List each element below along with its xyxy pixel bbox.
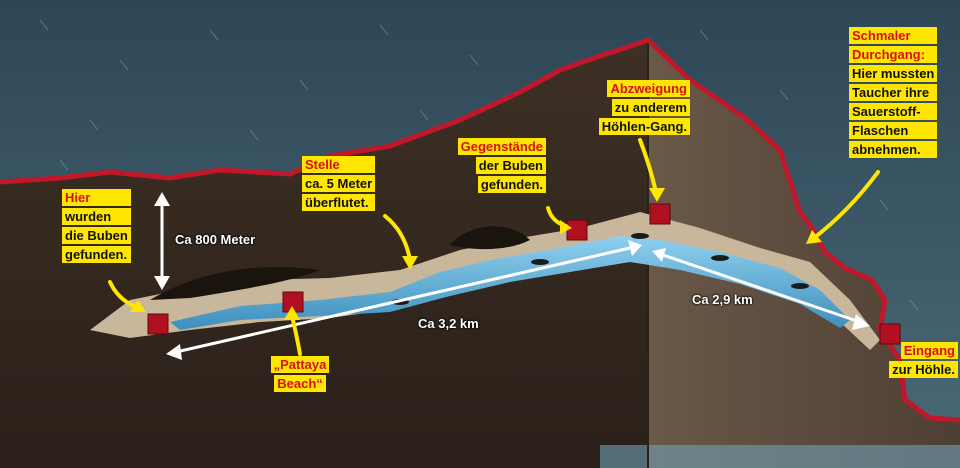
callout-line: Flaschen (849, 122, 938, 139)
callout-line: zu anderem (611, 99, 690, 116)
callout-stelle: Stelle ca. 5 Meter überflutet. (302, 156, 376, 213)
marker-items-found (566, 219, 588, 241)
cave-chamber-1 (150, 267, 320, 300)
callout-line: Schmaler (849, 27, 938, 44)
callout-line: gefunden. (62, 246, 131, 263)
callout-line: Stelle (302, 156, 376, 173)
callout-line: Sauerstoff- (849, 103, 938, 120)
callout-line: ca. 5 Meter (302, 175, 376, 192)
main-distance-label: Ca 3,2 km (418, 316, 479, 331)
callout-line: wurden (62, 208, 131, 225)
callout-line: Abzweigung (607, 80, 690, 97)
callout-line: der Buben (475, 157, 546, 174)
rain-streaks (39, 19, 919, 311)
base-water (600, 445, 960, 468)
marker-entrance (879, 323, 901, 345)
callout-line: Durchgang: (849, 46, 938, 63)
callout-line: abnehmen. (849, 141, 938, 158)
marker-junction (649, 203, 671, 225)
pointer-arrowheads (130, 188, 822, 320)
callout-pattaya-beach: „Pattaya Beach“ (258, 356, 342, 394)
callout-hier: Hier wurden die Buben gefunden. (62, 189, 131, 265)
entrance-distance-label: Ca 2,9 km (692, 292, 753, 307)
callout-line: Gegenstände (457, 138, 546, 155)
callout-line: „Pattaya (270, 356, 330, 373)
callout-line: gefunden. (477, 176, 546, 193)
callout-line: Höhlen-Gang. (598, 118, 690, 135)
depth-label: Ca 800 Meter (175, 232, 256, 247)
cave-chamber-2 (450, 226, 530, 250)
measurement-arrows (154, 192, 870, 360)
callout-gegenstaende: Gegenstände der Buben gefunden. (434, 138, 546, 195)
callout-line: überflutet. (302, 194, 376, 211)
callout-line: die Buben (62, 227, 131, 244)
mountain-side-face (648, 40, 960, 468)
callout-line: Eingang (900, 342, 958, 359)
callout-line: zur Höhle. (889, 361, 958, 378)
callout-line: Beach“ (274, 375, 326, 392)
callout-abzweigung: Abzweigung zu anderem Höhlen-Gang. (570, 80, 690, 137)
callout-schmaler-durchgang: Schmaler Durchgang: Hier mussten Taucher… (849, 27, 938, 160)
entrance-distance-arrow (659, 252, 861, 324)
callout-line: Hier mussten (849, 65, 938, 82)
main-distance-arrow (175, 246, 631, 354)
marker-boys-found (147, 313, 169, 335)
callout-line: Hier (62, 189, 131, 206)
callout-eingang: Eingang zur Höhle. (842, 342, 958, 380)
terrain-outline (0, 37, 960, 423)
callout-line: Taucher ihre (849, 84, 938, 101)
